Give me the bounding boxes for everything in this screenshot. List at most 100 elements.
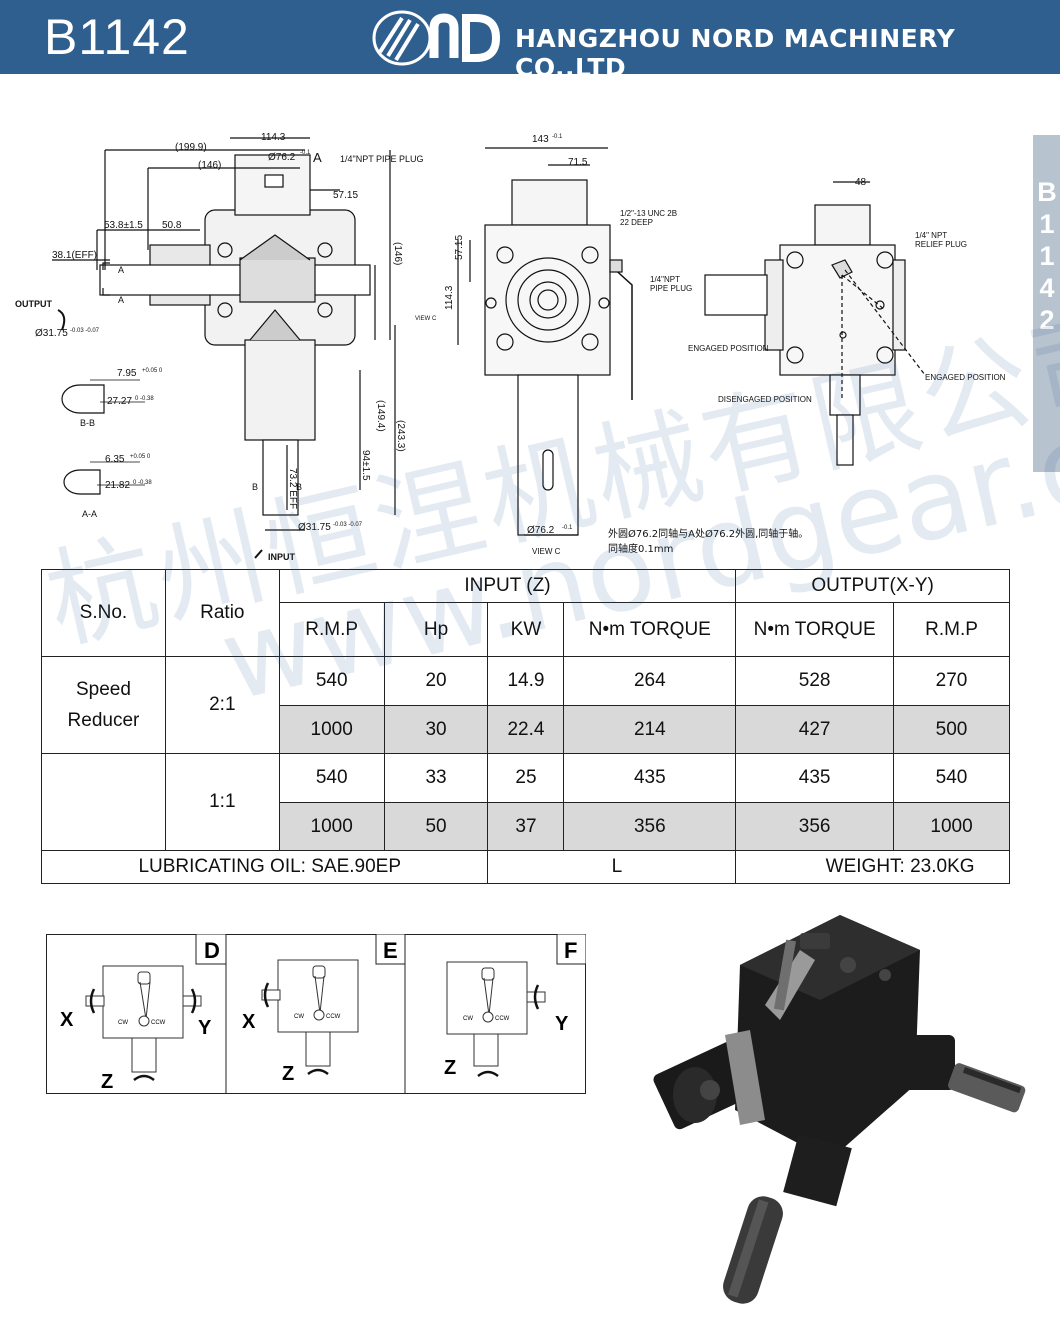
dim-text: 7.95 xyxy=(117,368,137,379)
header-input-torque: N•m TORQUE xyxy=(563,602,737,657)
dim-text: 53.8±1.5 xyxy=(104,220,143,231)
cell-hp: 50 xyxy=(383,802,489,851)
cell-kw: 14.9 xyxy=(487,656,565,706)
header-sno: S.No. xyxy=(41,569,166,657)
panel-code: D xyxy=(204,938,220,963)
axis-z-label: Z xyxy=(444,1057,456,1079)
table-row: 1:1 540 33 25 435 435 540 xyxy=(41,753,1010,851)
table-row: 1000 50 37 356 356 1000 xyxy=(42,802,1010,851)
dim-text: 38.1(EFF) xyxy=(52,250,97,261)
cell-output-rmp: 500 xyxy=(893,705,1010,754)
ccw-label: CCW xyxy=(495,1016,510,1022)
cell-input-rmp: 1000 xyxy=(278,705,385,754)
dim-tol: +0.05 0 xyxy=(142,368,163,374)
section-mark: B xyxy=(252,482,258,492)
cell-input-torque: 214 xyxy=(563,705,737,754)
dim-text: 114.3 xyxy=(261,132,286,143)
dim-text: 50.8 xyxy=(162,220,182,231)
side-tab xyxy=(1033,135,1060,472)
dim-text: (146) xyxy=(392,242,403,265)
group-label: Speed Reducer xyxy=(41,656,166,754)
header-input: INPUT (Z) xyxy=(278,569,737,603)
dim-text: 22 DEEP xyxy=(620,218,653,227)
panel-f: F CW CCW Y Z xyxy=(444,934,586,1079)
cell-input-torque: 356 xyxy=(563,802,737,851)
cell-kw: 22.4 xyxy=(487,705,565,754)
dim-text: 94±1.5 xyxy=(360,450,371,481)
cell-hp: 20 xyxy=(383,656,489,706)
header-ratio: Ratio xyxy=(164,569,280,657)
dim-tol: 0 -0.38 xyxy=(133,480,152,486)
side-tab-label: B 1 1 4 2 xyxy=(1034,176,1060,336)
section-mark: A xyxy=(118,265,124,275)
panel-code: E xyxy=(383,938,398,963)
engaged-position-label: ENGAGED POSITION xyxy=(688,344,769,353)
dim-text: 27.27 xyxy=(107,396,132,407)
dim-text: 57.15 xyxy=(454,235,465,260)
cell-output-rmp: 1000 xyxy=(893,802,1010,851)
axis-x-label: X xyxy=(60,1009,74,1031)
side-tab-char: 1 xyxy=(1039,209,1055,239)
panel-d: D CW CCW X Y Z xyxy=(60,934,227,1093)
ratio-cell: 1:1 xyxy=(164,753,280,851)
view-c-label: VIEW C xyxy=(532,547,561,556)
section-label: B-B xyxy=(80,418,95,428)
header-output-torque: N•m TORQUE xyxy=(735,602,895,657)
cell-input-torque: 435 xyxy=(563,753,737,803)
gearbox-photo xyxy=(653,915,1026,1304)
axis-z-label: Z xyxy=(101,1071,113,1093)
dim-text: (243.3) xyxy=(395,420,406,452)
header-input-rmp: R.M.P xyxy=(278,602,385,657)
dim-text: Ø31.75 xyxy=(35,328,68,339)
side-tab-char: B xyxy=(1037,177,1057,207)
dim-tol: -0.1 xyxy=(552,134,563,140)
cell-kw: 25 xyxy=(487,753,565,803)
dim-text: Ø76.2 xyxy=(527,525,555,536)
cw-label: CW xyxy=(118,1020,128,1026)
dim-text: 1/2"-13 UNC 2B xyxy=(620,209,677,218)
rotation-diagram: D CW CCW X Y Z E CW CCW X Z F xyxy=(46,934,586,1094)
input-label: INPUT xyxy=(268,552,296,562)
section-mark: B xyxy=(296,482,302,492)
dim-text: 114.3 xyxy=(444,285,455,310)
dim-tol: -0.03 -0.07 xyxy=(333,522,363,528)
coaxial-note: 外圆Ø76.2同轴与A处Ø76.2外圆,同轴于轴。 xyxy=(608,527,808,540)
side-tab-char: 2 xyxy=(1039,305,1055,335)
company-logo-icon xyxy=(372,10,500,66)
disengaged-position-label: DISENGAGED POSITION xyxy=(718,395,812,404)
cell-output-torque: 427 xyxy=(735,705,895,754)
cell-hp: 33 xyxy=(383,753,489,803)
group-label xyxy=(41,753,166,851)
cw-label: CW xyxy=(294,1014,304,1020)
axis-y-label: Y xyxy=(555,1013,569,1035)
panel-e: E CW CCW X Z xyxy=(242,934,406,1085)
side-tab-char: 1 xyxy=(1039,241,1055,271)
header-output-rmp: R.M.P xyxy=(893,602,1010,657)
cell-input-rmp: 540 xyxy=(278,753,385,803)
panel-code: F xyxy=(564,938,577,963)
dim-text: Ø31.75 xyxy=(298,522,331,533)
group-label-line: Speed xyxy=(75,679,131,700)
engaged-position-label: ENGAGED POSITION xyxy=(925,373,1006,382)
cell-output-rmp: 270 xyxy=(893,656,1010,706)
ratio-cell: 2:1 xyxy=(164,656,280,754)
cell-input-rmp: 540 xyxy=(278,656,385,706)
cell-output-torque: 528 xyxy=(735,656,895,706)
dim-tol: 0 -0.38 xyxy=(135,396,154,402)
output-label: OUTPUT xyxy=(15,299,53,309)
dim-text: 1/4"NPT PIPE PLUG xyxy=(340,154,424,164)
axis-z-label: Z xyxy=(282,1063,294,1085)
pipe-plug-label: 1/4"NPT xyxy=(650,275,680,284)
dim-text: A xyxy=(313,150,322,165)
cw-label: CW xyxy=(463,1016,473,1022)
header-hp: Hp xyxy=(383,602,489,657)
axis-x-label: X xyxy=(242,1011,256,1033)
table-footer: LUBRICATING OIL: SAE.90EP L WEIGHT: 23.0… xyxy=(40,850,1010,884)
dim-text: 21.82 xyxy=(105,480,130,491)
dim-text: 48 xyxy=(855,177,867,188)
coaxial-note: 同轴度0.1mm xyxy=(608,542,673,555)
header-bar: B1142 HANGZHOU NORD MACHINERY CO.,LTD xyxy=(0,0,1060,82)
l-label: L xyxy=(487,850,737,884)
view-c-label: VIEW C xyxy=(415,316,437,322)
technical-drawing: 114.3 (199.9) (146) Ø76.2 -0.1 A 1/4"NPT… xyxy=(15,132,1006,562)
